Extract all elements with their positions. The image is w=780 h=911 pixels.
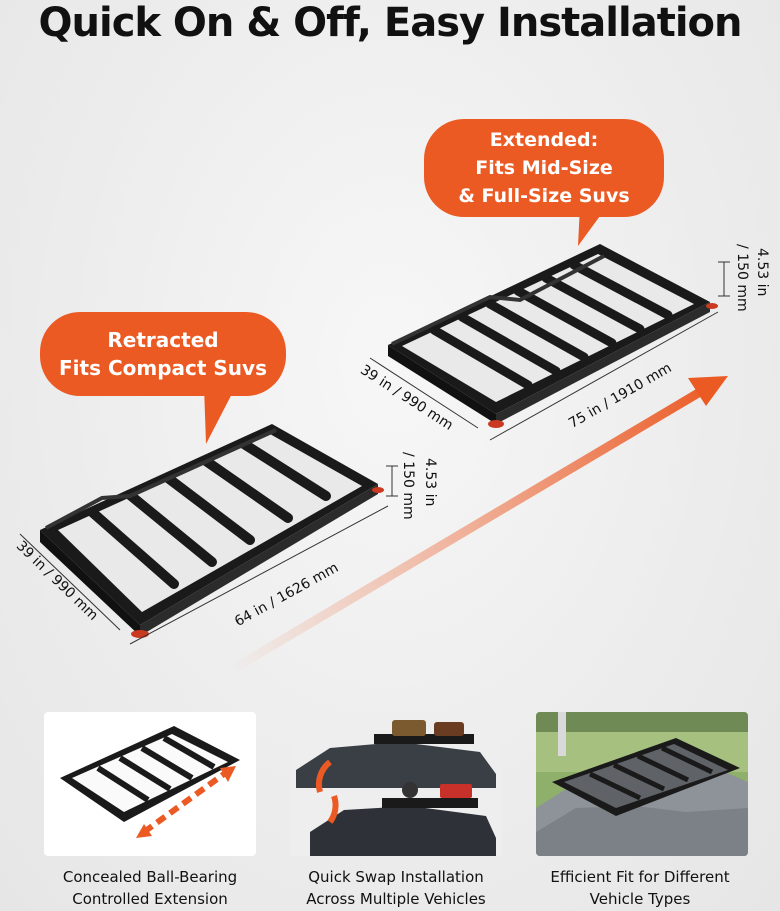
feature-3-line-2: Vehicle Types xyxy=(589,890,691,908)
retracted-bubble: Retracted Fits Compact Suvs xyxy=(40,312,286,396)
extended-line-2: Fits Mid-Size xyxy=(475,157,613,179)
extended-line-3: & Full-Size Suvs xyxy=(458,185,630,207)
bubble-tail-retracted xyxy=(204,386,236,444)
extended-rack xyxy=(388,244,718,428)
retracted-line-2: Fits Compact Suvs xyxy=(59,356,267,380)
extended-bubble: Extended: Fits Mid-Size & Full-Size Suvs xyxy=(424,119,664,217)
extended-line-1: Extended: xyxy=(489,129,599,151)
feature-caption-1: Concealed Ball-Bearing Controlled Extens… xyxy=(30,866,270,910)
retracted-height-label-2: / 150 mm xyxy=(400,452,416,520)
dimension-lines xyxy=(19,261,730,645)
vehicle-fit-thumbnail xyxy=(536,712,748,856)
extended-height-label-1: 4.53 in xyxy=(754,248,770,297)
feature-2-line-1: Quick Swap Installation xyxy=(308,868,484,886)
feature-2-line-2: Across Multiple Vehicles xyxy=(306,890,486,908)
extended-height-label-2: / 150 mm xyxy=(734,244,750,312)
quick-swap-thumbnail xyxy=(290,712,502,856)
retracted-rack xyxy=(40,424,384,638)
feature-1-line-2: Controlled Extension xyxy=(72,890,228,908)
feature-3-line-1: Efficient Fit for Different xyxy=(550,868,730,886)
retracted-height-label-1: 4.53 in xyxy=(422,458,438,507)
page-title: Quick On & Off, Easy Installation xyxy=(38,0,743,46)
feature-caption-3: Efficient Fit for Different Vehicle Type… xyxy=(520,866,760,910)
feature-1-line-1: Concealed Ball-Bearing xyxy=(62,868,238,886)
ball-bearing-thumbnail xyxy=(44,712,256,856)
feature-caption-2: Quick Swap Installation Across Multiple … xyxy=(276,866,516,910)
rack-illustration xyxy=(19,205,730,677)
extension-arrow xyxy=(223,376,728,677)
retracted-line-1: Retracted xyxy=(107,328,219,352)
